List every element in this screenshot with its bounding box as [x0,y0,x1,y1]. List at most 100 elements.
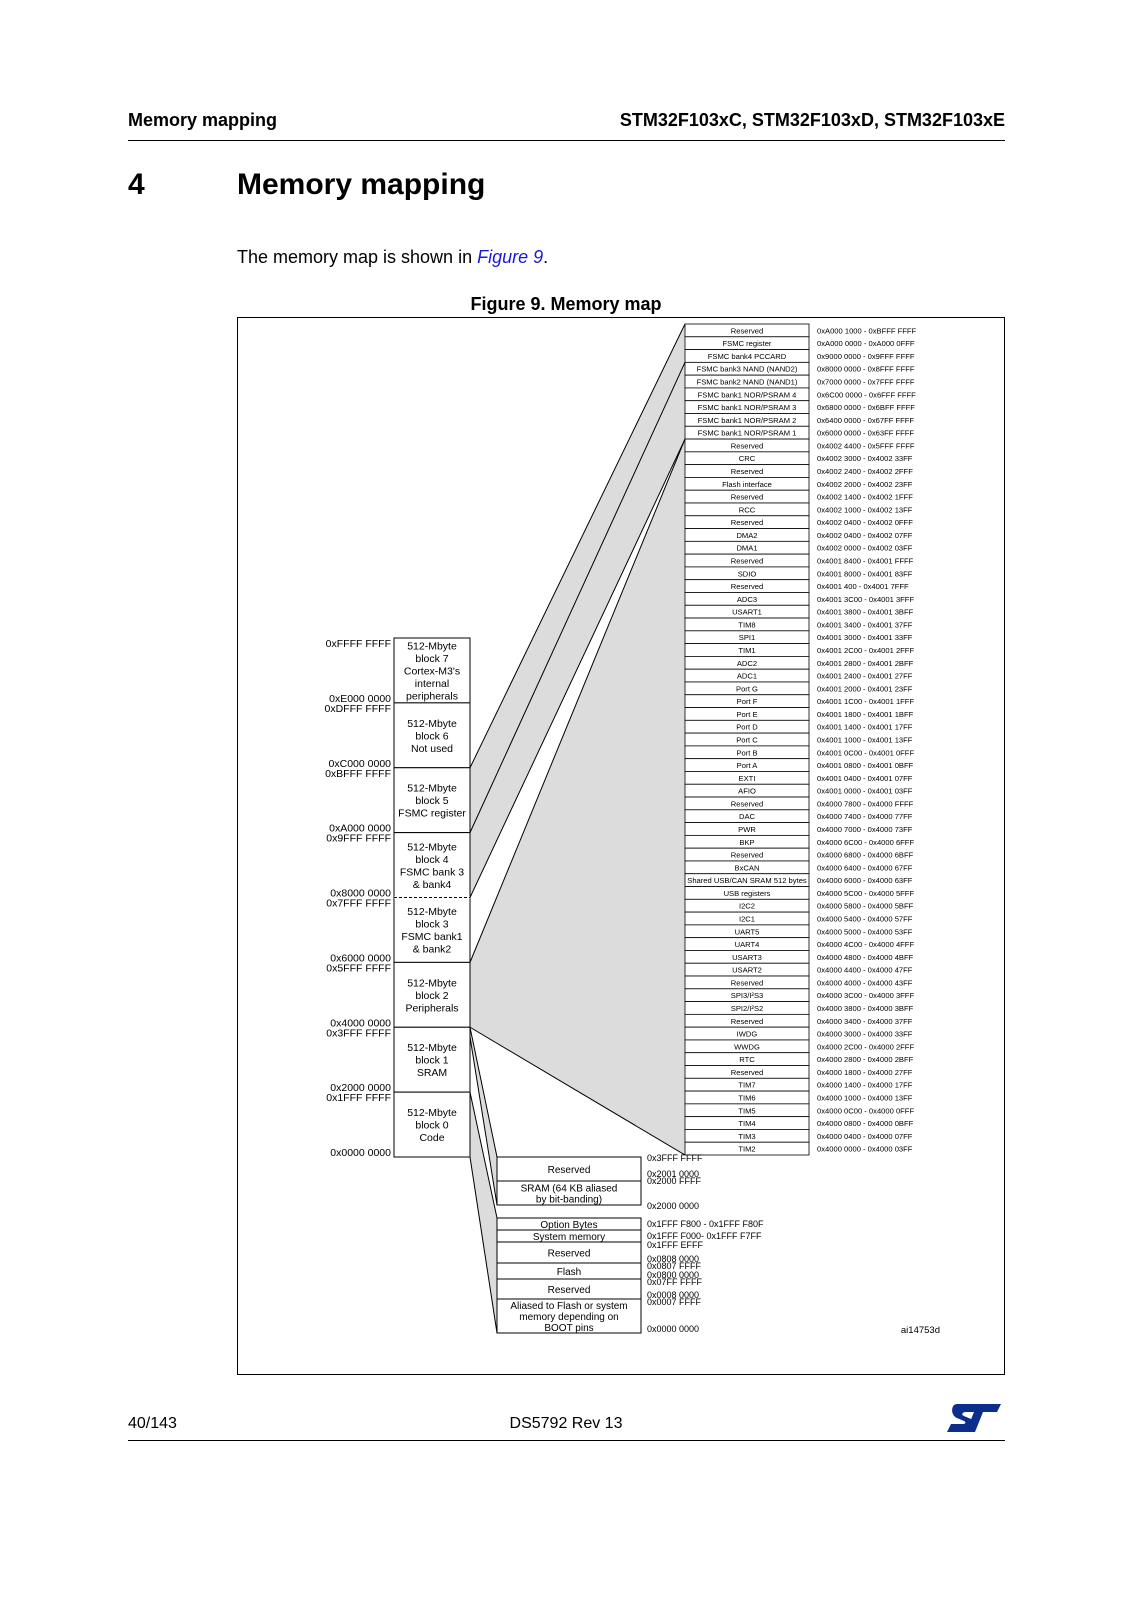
memory-block-label: 512-Mbyte [407,640,457,652]
memory-block-label: FSMC bank 3 [400,866,464,878]
peripheral-name: SPI2/I²S2 [731,1004,764,1013]
block-top-address: 0x5FFF FFFF [326,962,391,974]
peripheral-address-range: 0x4000 0800 - 0x4000 0BFF [817,1119,914,1128]
peripheral-name: Reserved [731,1068,764,1077]
fan-edge-line [469,1026,686,1156]
fan-edge-line [469,438,686,898]
peripheral-name: USART2 [732,966,762,975]
peripheral-address-range: 0x4001 0000 - 0x4001 03FF [817,787,913,796]
peripheral-name: AFIO [738,787,756,796]
peripheral-name: Shared USB/CAN SRAM 512 bytes [687,876,807,885]
fan-edge-line [469,1036,498,1206]
peripheral-name: EXTI [739,774,756,783]
peripheral-name: Reserved [731,978,764,987]
block-top-address: 0xBFFF FFFF [325,768,391,780]
memory-block-label: Peripherals [405,1002,458,1014]
block-base-address: 0x8000 0000 [330,888,391,900]
peripheral-name: TIM5 [738,1106,755,1115]
memory-block-label: block 3 [415,919,448,931]
memory-block-label: Cortex-M3's [404,665,460,677]
peripheral-name: FSMC bank1 NOR/PSRAM 1 [698,429,797,438]
peripheral-address-range: 0x4002 1000 - 0x4002 13FF [817,505,913,514]
code-region-label: Reserved [548,1249,591,1260]
code-region-label: memory depending on [519,1312,619,1323]
peripheral-address-range: 0x4001 8000 - 0x4001 83FF [817,569,913,578]
fan-fsmc [470,324,685,898]
figure-link[interactable]: Figure 9 [477,247,544,267]
peripheral-address-range: 0x4001 2800 - 0x4001 2BFF [817,659,914,668]
peripheral-address-range: 0x6800 0000 - 0x6BFF FFFF [817,403,915,412]
peripheral-address-range: 0x4001 400 - 0x4001 7FFF [817,582,909,591]
header-product-name: STM32F103xC, STM32F103xD, STM32F103xE [619,110,1005,130]
memory-block-5 [393,767,471,834]
memory-block-7 [393,637,471,704]
peripheral-name: Port G [736,684,758,693]
peripheral-name: Port C [736,736,758,745]
block-base-address: 0xA000 0000 [329,823,391,835]
peripheral-address-range: 0x4001 1C00 - 0x4001 1FFF [817,697,914,706]
peripheral-address-range: 0x4001 3C00 - 0x4001 3FFF [817,595,914,604]
memory-block-4 [393,832,471,898]
figure-frame [237,317,1005,1375]
peripheral-address-range: 0x4002 0000 - 0x4002 03FF [817,544,913,553]
block-top-address: 0xDFFF FFFF [325,703,392,715]
peripheral-name: WWDG [734,1042,760,1051]
peripheral-name: Reserved [731,441,764,450]
block-top-address: 0x3FFF FFFF [326,1027,391,1039]
memory-block-label: block 7 [415,653,448,665]
peripheral-name: SPI1 [739,633,755,642]
block-top-address: 0x1FFF FFFF [326,1092,391,1104]
block-base-address: 0x6000 0000 [330,952,391,964]
memory-block-label: block 5 [415,795,448,807]
peripheral-name: USART1 [732,608,762,617]
memory-block-3 [393,897,471,963]
peripheral-name: FSMC bank1 NOR/PSRAM 3 [698,403,797,412]
peripheral-address-range: 0x4000 4400 - 0x4000 47FF [817,966,913,975]
peripheral-address-range: 0xA000 0000 - 0xA000 0FFF [817,339,915,348]
figure-title: Figure 9. Memory map [470,294,662,314]
peripheral-name: IWDG [737,1030,758,1039]
peripheral-name: RTC [739,1055,755,1064]
peripheral-name: Reserved [731,326,764,335]
peripheral-address-range: 0x8000 0000 - 0x8FFF FFFF [817,365,915,374]
peripheral-address-range: 0x4001 3800 - 0x4001 3BFF [817,608,914,617]
figure-id: ai14753d [901,1325,940,1336]
peripheral-name: RCC [739,505,756,514]
st-logo-icon [947,1404,1001,1432]
peripheral-address-range: 0x4001 8400 - 0x4001 FFFF [817,557,914,566]
peripheral-name: I2C1 [739,914,755,923]
page-number: 40/143 [128,1415,177,1432]
peripheral-name: ADC3 [737,595,757,604]
code-address-range: 0x1FFF F000- 0x1FFF F7FF [647,1231,762,1241]
peripheral-address-range: 0x4001 1800 - 0x4001 1BFF [817,710,914,719]
peripheral-name: FSMC register [723,339,772,348]
peripheral-address-range: 0x9000 0000 - 0x9FFF FFFF [817,352,915,361]
memory-block-label: block 1 [415,1055,448,1067]
peripheral-address-range: 0x4001 1000 - 0x4001 13FF [817,736,913,745]
memory-block-0 [393,1091,471,1158]
peripheral-name: PWR [738,825,756,834]
intro-period: . [543,247,549,267]
peripheral-name: Reserved [731,557,764,566]
sram-region-label: by bit-banding) [536,1195,602,1206]
peripheral-name: Reserved [731,799,764,808]
peripheral-name: Reserved [731,467,764,476]
sram-top-address: 0x3FFF FFFF [647,1153,703,1163]
peripheral-address-range: 0x4000 4000 - 0x4000 43FF [817,978,913,987]
peripheral-address-range: 0x4002 0400 - 0x4002 07FF [817,531,913,540]
document-revision: DS5792 Rev 13 [509,1415,623,1432]
peripheral-name: SDIO [738,569,757,578]
memory-block-label: 512-Mbyte [407,906,457,918]
sram-region-label: Reserved [548,1165,591,1176]
peripheral-address-range: 0x4002 0400 - 0x4002 0FFF [817,518,913,527]
intro-paragraph: The memory map is shown in Figure 9. [237,247,548,268]
code-address-range: 0x1FFF F800 - 0x1FFF F80F [647,1219,764,1229]
peripheral-address-range: 0x4000 1800 - 0x4000 27FF [817,1068,913,1077]
peripheral-address-range: 0x4001 3000 - 0x4001 33FF [817,633,913,642]
peripheral-address-range: 0x4000 5C00 - 0x4000 5FFF [817,889,914,898]
peripheral-address-range: 0x4001 0C00 - 0x4001 0FFF [817,748,914,757]
peripheral-address-range: 0x6400 0000 - 0x67FF FFFF [817,416,914,425]
peripheral-name: FSMC bank1 NOR/PSRAM 4 [698,390,797,399]
peripheral-address-range: 0x4000 0000 - 0x4000 03FF [817,1145,913,1154]
